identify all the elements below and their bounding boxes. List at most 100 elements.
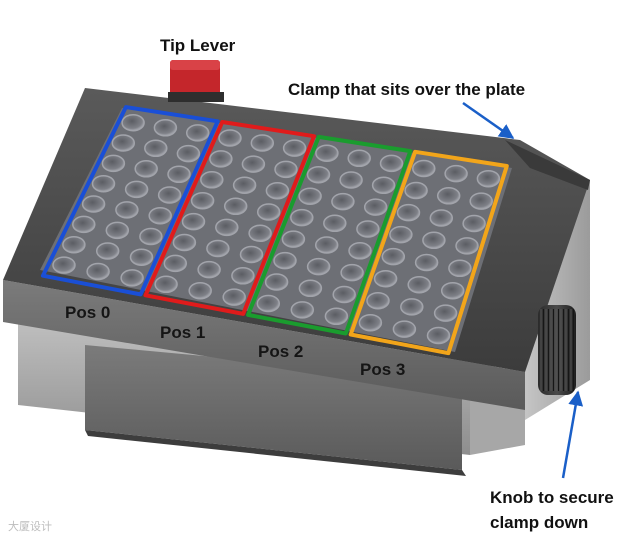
- well: [275, 161, 297, 177]
- well: [187, 125, 209, 141]
- well: [216, 219, 238, 235]
- knob-label-line2: clamp down: [490, 513, 588, 533]
- well: [168, 166, 190, 182]
- well: [223, 289, 245, 305]
- well: [97, 243, 119, 259]
- well: [274, 253, 296, 269]
- well: [112, 135, 134, 151]
- well: [367, 293, 389, 309]
- knob-arrow: [563, 392, 578, 478]
- pos-1-label: Pos 1: [160, 323, 205, 343]
- well: [149, 208, 171, 224]
- well: [423, 232, 445, 248]
- well: [207, 241, 229, 257]
- well: [145, 140, 167, 156]
- well: [445, 166, 467, 182]
- well: [308, 167, 330, 183]
- well: [449, 260, 471, 276]
- well: [154, 120, 176, 136]
- well: [159, 187, 181, 203]
- well: [219, 130, 241, 146]
- well: [284, 140, 306, 156]
- well: [251, 135, 273, 151]
- well: [408, 277, 430, 293]
- well: [102, 155, 124, 171]
- well: [126, 181, 148, 197]
- well: [173, 235, 195, 251]
- well: [177, 146, 199, 162]
- knob: [538, 305, 576, 395]
- well: [308, 259, 330, 275]
- well: [249, 225, 271, 241]
- well: [341, 265, 363, 281]
- well: [299, 188, 321, 204]
- well: [291, 210, 313, 226]
- well: [365, 199, 387, 215]
- well: [316, 145, 338, 161]
- well: [183, 214, 205, 230]
- well: [93, 176, 115, 192]
- well: [135, 161, 157, 177]
- well: [73, 216, 95, 232]
- well: [463, 216, 485, 232]
- well: [53, 257, 75, 273]
- well: [390, 227, 412, 243]
- well: [438, 188, 460, 204]
- well: [401, 299, 423, 315]
- well: [325, 308, 347, 324]
- well: [122, 115, 144, 131]
- well: [131, 249, 153, 265]
- pos-3-label: Pos 3: [360, 360, 405, 380]
- well: [210, 151, 232, 167]
- pos-2-label: Pos 2: [258, 342, 303, 362]
- well: [189, 283, 211, 299]
- well: [299, 280, 321, 296]
- knob-label-line1: Knob to secure: [490, 488, 614, 508]
- well: [442, 283, 464, 299]
- well: [349, 243, 371, 259]
- well: [201, 172, 223, 188]
- well: [116, 202, 138, 218]
- well: [381, 155, 403, 171]
- well: [266, 274, 288, 290]
- well: [456, 238, 478, 254]
- tip-lever-top: [170, 60, 220, 70]
- well: [242, 156, 264, 172]
- clamp-label: Clamp that sits over the plate: [288, 80, 525, 100]
- well: [258, 204, 280, 220]
- well: [324, 215, 346, 231]
- well: [405, 183, 427, 199]
- well: [373, 177, 395, 193]
- well: [266, 183, 288, 199]
- well: [282, 231, 304, 247]
- well: [63, 237, 85, 253]
- tip-lever-label: Tip Lever: [160, 36, 235, 56]
- watermark: 大厦设计: [8, 518, 52, 534]
- well: [435, 305, 457, 321]
- well: [140, 229, 162, 245]
- well: [430, 210, 452, 226]
- well: [333, 287, 355, 303]
- well: [428, 328, 450, 344]
- well: [416, 255, 438, 271]
- well: [198, 262, 220, 278]
- well: [470, 193, 492, 209]
- well: [375, 271, 397, 287]
- well: [316, 237, 338, 253]
- well: [234, 177, 256, 193]
- well: [357, 221, 379, 237]
- well: [121, 270, 143, 286]
- well: [257, 296, 279, 312]
- well: [398, 205, 420, 221]
- clamp-arrow: [463, 103, 513, 138]
- well: [382, 249, 404, 265]
- well: [83, 196, 105, 212]
- well: [164, 255, 186, 271]
- well: [340, 172, 362, 188]
- well: [477, 171, 499, 187]
- well: [332, 194, 354, 210]
- well: [413, 161, 435, 177]
- well: [225, 198, 247, 214]
- well: [232, 268, 254, 284]
- tip-lever-base: [168, 92, 224, 102]
